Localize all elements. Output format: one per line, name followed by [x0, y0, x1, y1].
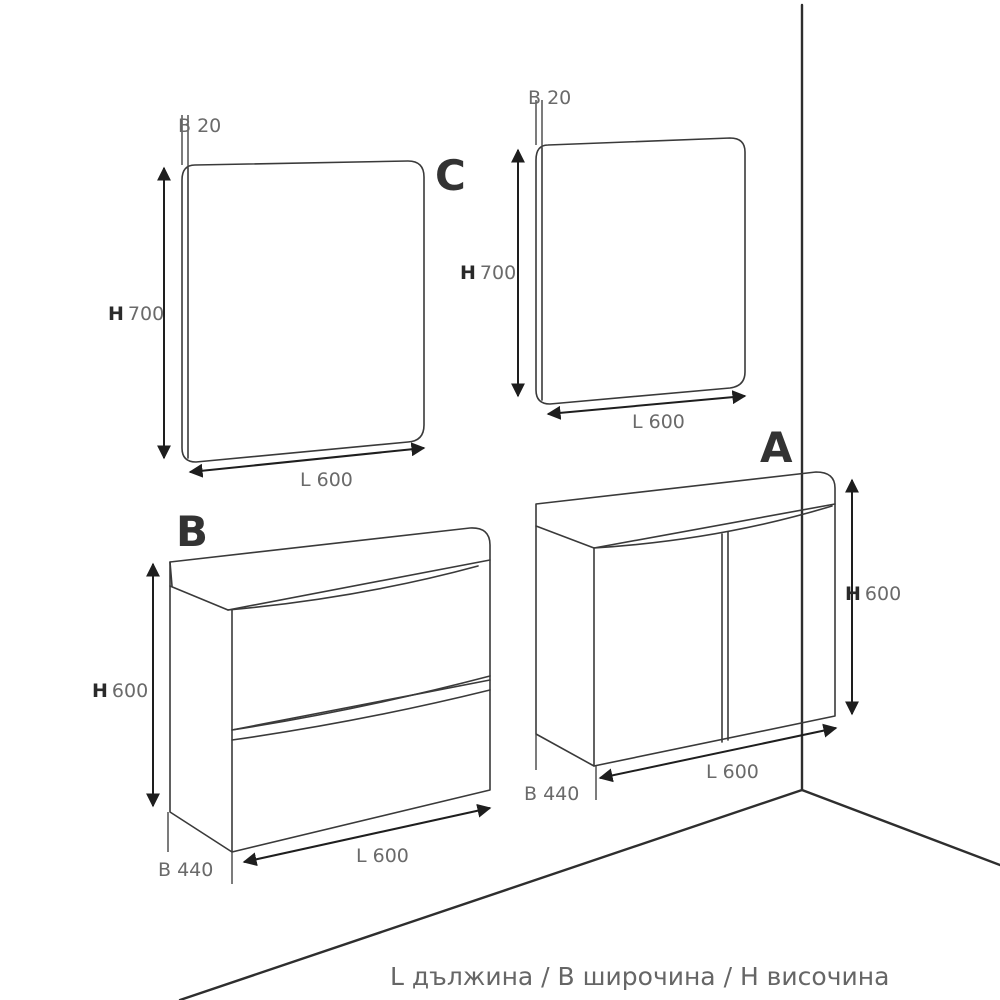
cabinet-a — [535, 471, 836, 767]
mirror-right — [535, 100, 746, 405]
mirror-left-l-label: L 600 — [300, 469, 353, 491]
cabinet-b-b-label: B 440 — [158, 859, 213, 881]
room-walls — [178, 3, 1000, 1000]
mirror-left-b-label: B 20 — [178, 115, 221, 137]
cabinet-a-b-label: B 440 — [524, 783, 579, 805]
mirror-left — [181, 115, 425, 463]
mirror-left-length-arrow — [188, 442, 426, 478]
cabinet-a-letter: A — [760, 423, 793, 472]
cabinet-b — [169, 527, 491, 853]
cabinet-b-letter: B — [176, 507, 208, 556]
cabinet-a-l-label: L 600 — [706, 761, 759, 783]
legend: L дължина / B широчина / H височина — [390, 962, 889, 991]
mirror-right-b-label: B 20 — [528, 87, 571, 109]
mirror-left-letter: C — [435, 151, 466, 200]
cabinet-b-length-arrow — [242, 803, 492, 867]
cabinet-b-l-label: L 600 — [356, 845, 409, 867]
mirror-right-l-label: L 600 — [632, 411, 685, 433]
mirror-right-length-arrow — [546, 390, 747, 420]
cabinet-a-length-arrow — [598, 723, 838, 783]
